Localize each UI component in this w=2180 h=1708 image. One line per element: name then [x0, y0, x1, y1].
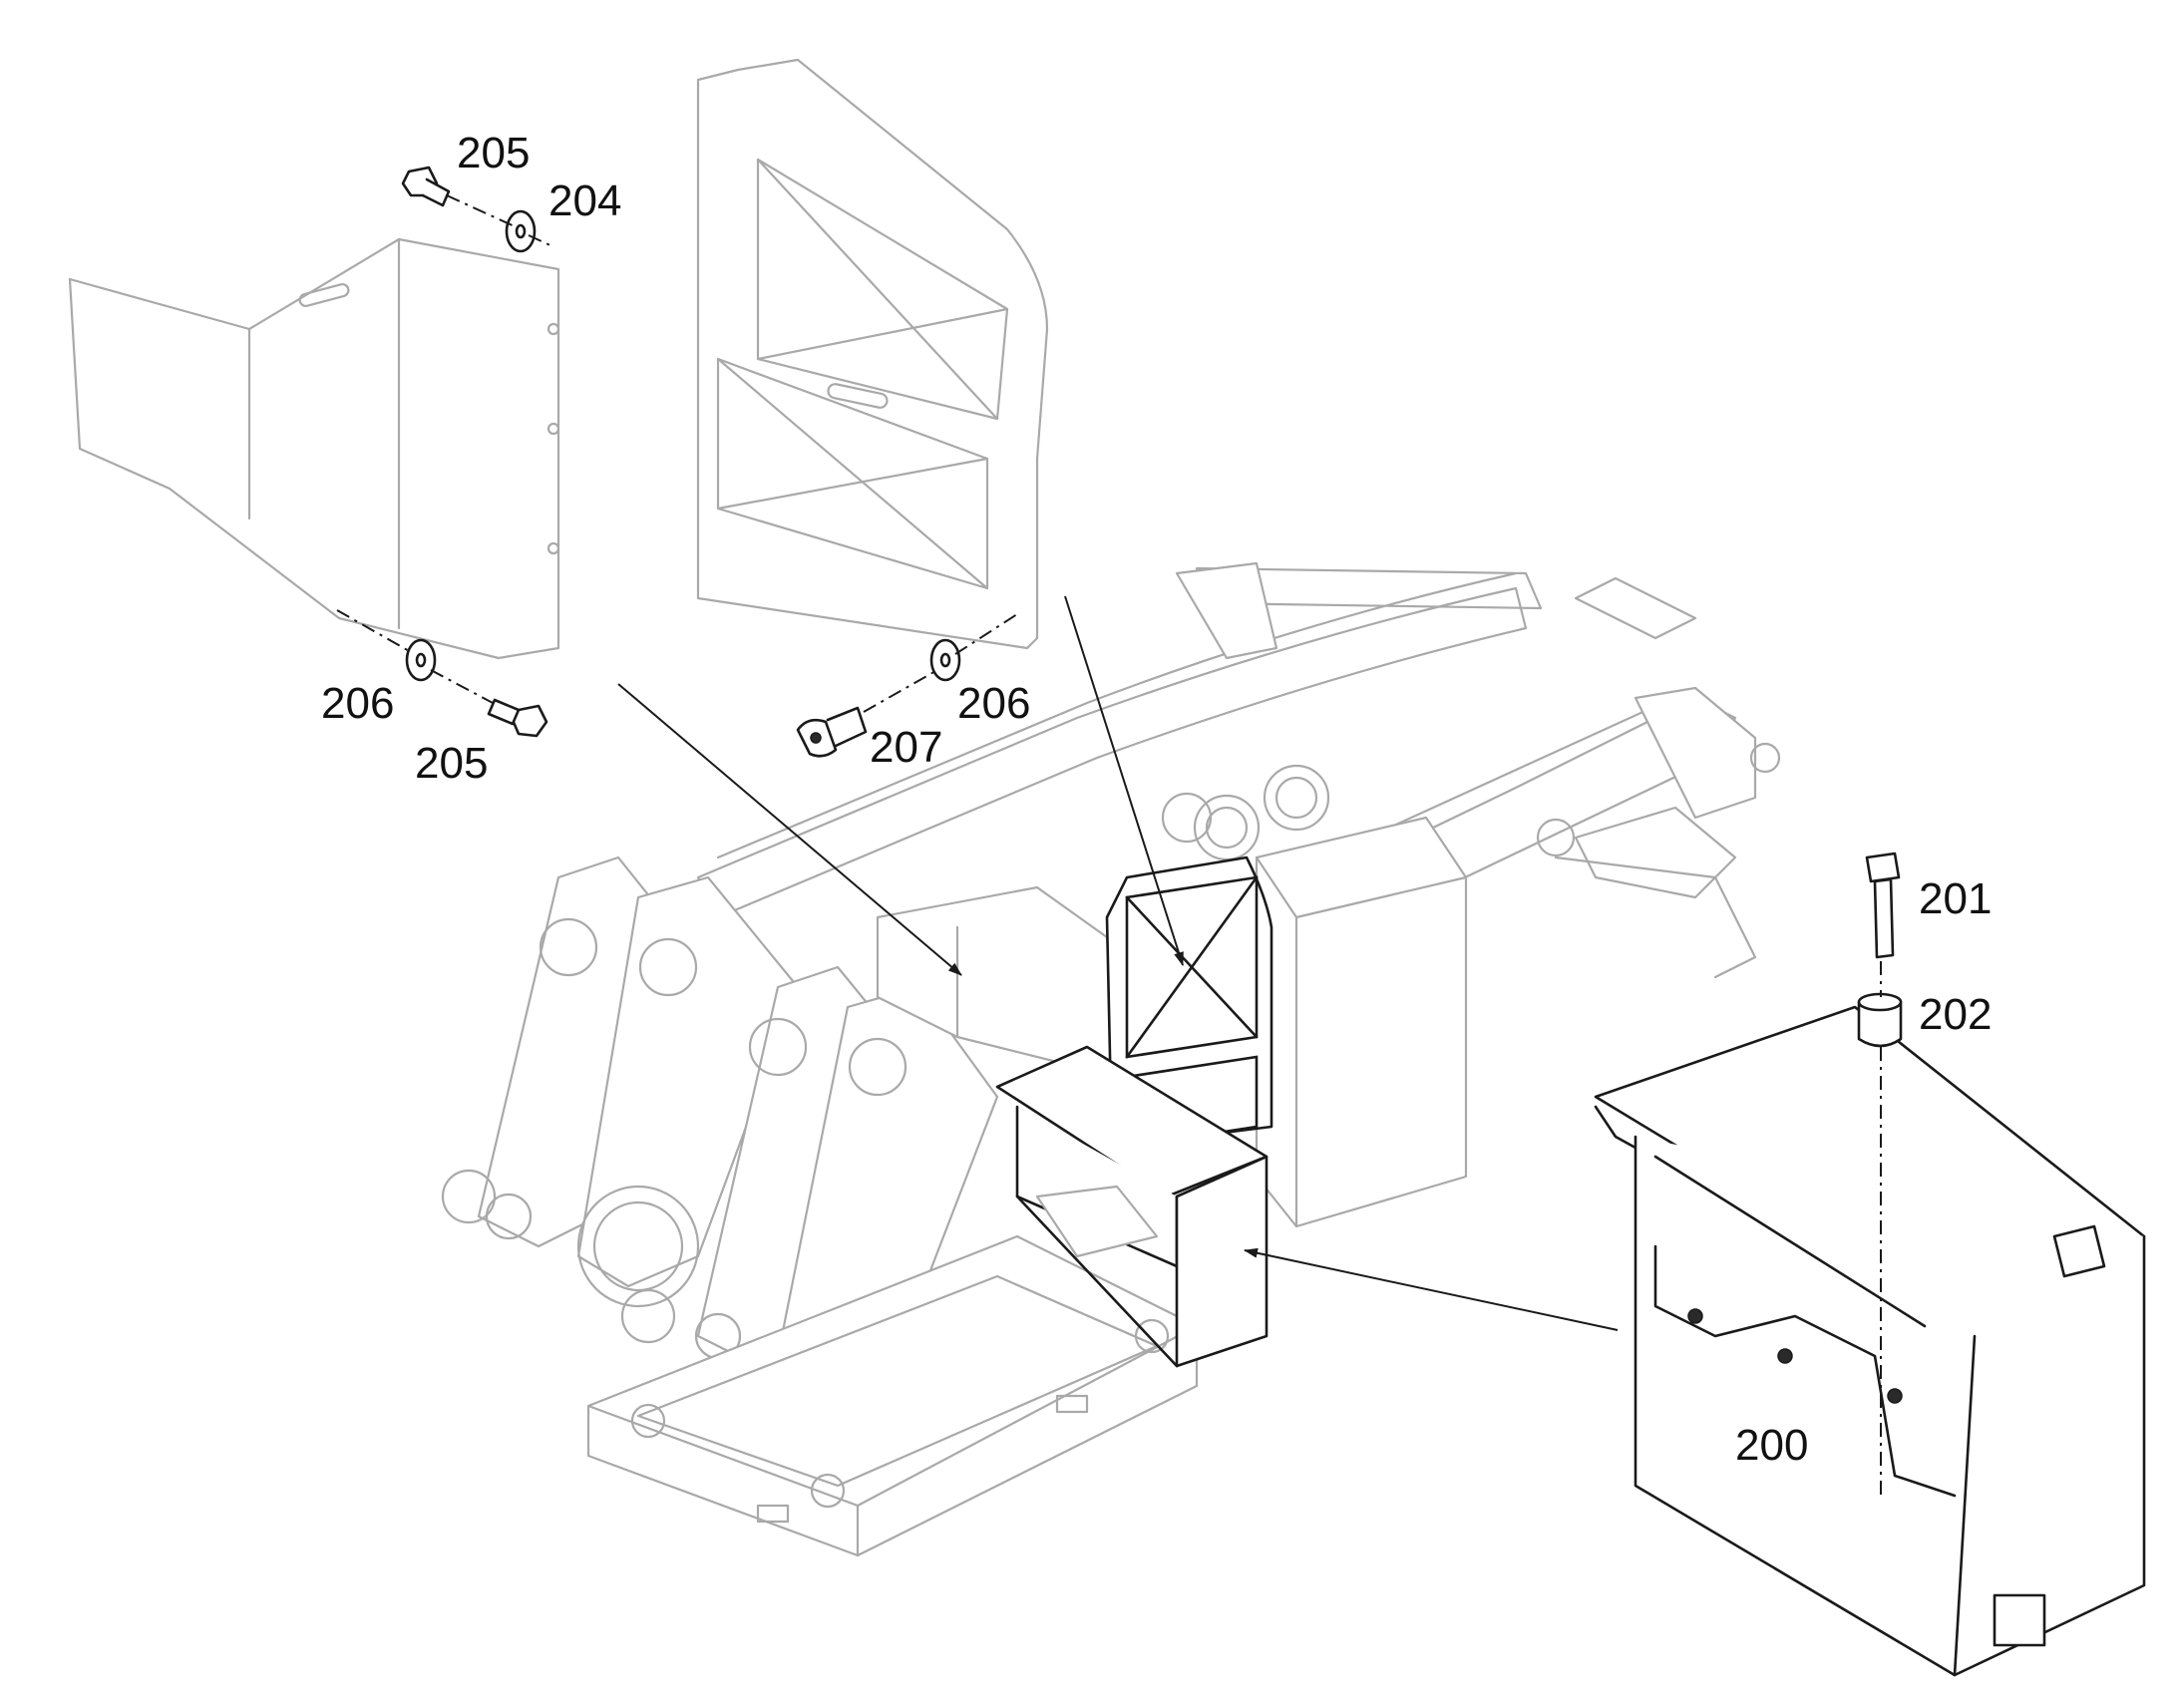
callout-202: 202 — [1919, 990, 1992, 1039]
installed-battery-box — [995, 1045, 1269, 1368]
callout-204: 204 — [548, 176, 621, 225]
callout-205-top: 205 — [457, 129, 530, 177]
washer-206-left — [405, 638, 437, 682]
screw-207 — [796, 706, 868, 758]
washer-204 — [505, 209, 537, 253]
washer-206-right — [929, 638, 961, 682]
bolt-205-bottom — [487, 698, 548, 738]
exploded-battery-box — [1594, 1005, 2146, 1677]
center-tank-block — [1161, 764, 1468, 1228]
exploded-left-shield — [68, 237, 560, 660]
exploded-rear-panel — [696, 58, 1049, 650]
callout-207: 207 — [870, 723, 942, 772]
boom-mount-towers — [441, 855, 999, 1388]
bolt-205-top — [401, 166, 451, 207]
leader-arrows — [617, 595, 1619, 1331]
callout-200: 200 — [1735, 1421, 1808, 1470]
assembly-center-lines — [336, 194, 1882, 1496]
callout-205-bottom: 205 — [415, 739, 488, 788]
spacer-202 — [1857, 992, 1903, 1048]
callout-201: 201 — [1919, 874, 1992, 923]
bolt-201 — [1865, 852, 1901, 959]
callout-206-left: 206 — [321, 679, 394, 728]
callout-206-right: 206 — [957, 679, 1030, 728]
callouts: 205 204 206 205 207 206 201 202 200 — [321, 129, 1992, 1470]
